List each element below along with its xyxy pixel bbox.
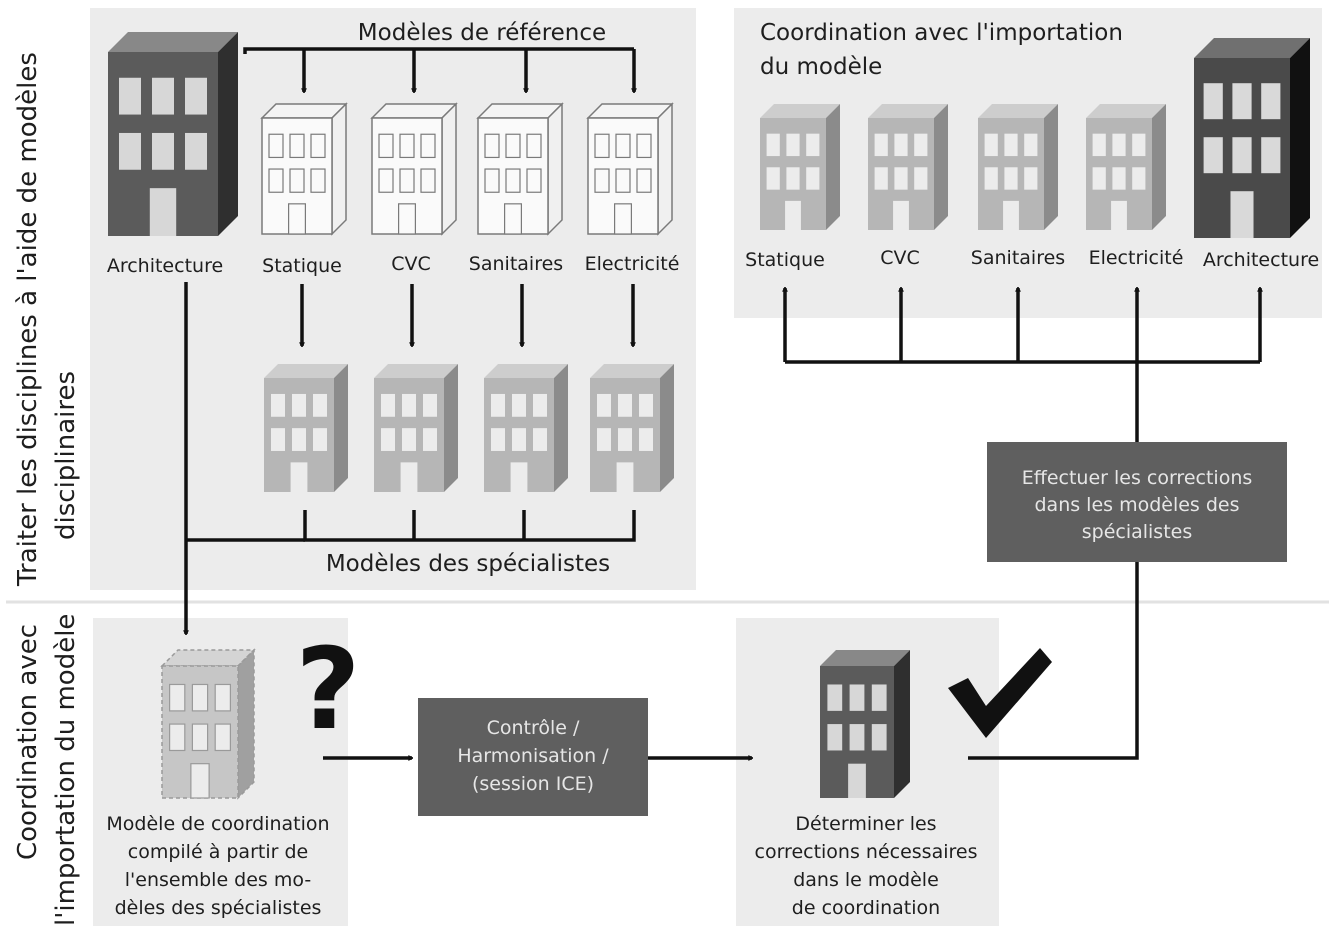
building-determine-corrections-icon xyxy=(820,650,910,798)
coordination-model-line2: compilé à partir de xyxy=(128,841,308,863)
determine-corrections-line3: dans le modèle xyxy=(793,869,939,891)
specialist-models-label: Modèles des spécialistes xyxy=(326,551,610,577)
building-spec-electricite-icon xyxy=(590,364,674,492)
label-import-sanitaires: Sanitaires xyxy=(971,247,1065,269)
building-import-sanitaires-icon xyxy=(978,104,1058,230)
building-import-electricite-icon xyxy=(1086,104,1166,230)
coordination-model-caption: Modèle de coordination compilé à partir … xyxy=(106,813,329,919)
building-icons xyxy=(108,32,1310,800)
determine-corrections-line1: Déterminer les xyxy=(795,813,936,835)
control-box xyxy=(418,698,648,816)
side-label-discipline-line1: Traiter les disciplines à l'aide de modè… xyxy=(13,52,43,587)
coordination-model-line3: l'ensemble des mo- xyxy=(125,869,311,891)
building-ref-sanitaires-icon xyxy=(476,102,564,236)
side-label-coordination-line1: Coordination avec xyxy=(13,624,43,860)
label-ref-statique: Statique xyxy=(262,255,342,277)
label-import-statique: Statique xyxy=(745,249,825,271)
corrections-box xyxy=(987,442,1287,562)
building-architecture-source-icon xyxy=(108,32,238,236)
label-import-electricite: Electricité xyxy=(1089,247,1184,269)
side-label-discipline: Traiter les disciplines à l'aide de modè… xyxy=(13,52,81,587)
check-mark-icon xyxy=(948,648,1052,738)
building-coordination-model-icon xyxy=(160,648,256,800)
reference-models-title: Modèles de référence xyxy=(358,20,606,46)
corrections-box-line3: spécialistes xyxy=(1082,521,1193,543)
question-mark-icon: ? xyxy=(296,625,361,755)
import-coordination-title-line2: du modèle xyxy=(760,54,882,80)
control-box-line1: Contrôle / xyxy=(487,717,580,739)
label-ref-cvc: CVC xyxy=(391,253,431,275)
building-spec-sanitaires-icon xyxy=(484,364,568,492)
building-import-architecture-icon xyxy=(1194,38,1310,238)
side-label-discipline-line2: disciplinaires xyxy=(51,371,81,540)
building-import-statique-icon xyxy=(760,104,840,230)
determine-corrections-line4: de coordination xyxy=(792,897,940,919)
connectors-import xyxy=(785,288,1260,760)
label-import-cvc: CVC xyxy=(880,247,920,269)
control-box-line3: (session ICE) xyxy=(472,773,594,795)
control-box-line2: Harmonisation / xyxy=(457,745,609,767)
wire-check-to-corrections xyxy=(968,562,1139,760)
side-label-coordination-line2: l'importation du modèle xyxy=(51,614,81,926)
building-ref-electricite-icon xyxy=(586,102,674,236)
bracket-specialists xyxy=(303,510,636,542)
determine-corrections-caption: Déterminer les corrections nécessaires d… xyxy=(755,813,978,919)
building-spec-statique-icon xyxy=(264,364,348,492)
building-ref-cvc-icon xyxy=(370,102,458,236)
determine-corrections-line2: corrections nécessaires xyxy=(755,841,978,863)
corrections-box-line1: Effectuer les corrections xyxy=(1022,467,1253,489)
building-ref-statique-icon xyxy=(260,102,348,236)
label-architecture-source: Architecture xyxy=(107,255,223,277)
coordination-model-line4: dèles des spécialistes xyxy=(115,897,322,919)
side-label-coordination: Coordination avec l'importation du modèl… xyxy=(13,614,81,926)
wire-reference-top xyxy=(243,47,634,54)
label-ref-sanitaires: Sanitaires xyxy=(469,253,563,275)
label-ref-electricite: Electricité xyxy=(585,253,680,275)
building-import-cvc-icon xyxy=(868,104,948,230)
import-coordination-title-line1: Coordination avec l'importation xyxy=(760,20,1123,46)
coordination-model-line1: Modèle de coordination xyxy=(106,813,329,835)
building-spec-cvc-icon xyxy=(374,364,458,492)
connectors-specialists xyxy=(186,282,636,634)
corrections-box-line2: dans les modèles des xyxy=(1034,494,1239,516)
label-import-architecture: Architecture xyxy=(1203,249,1319,271)
connectors-reference xyxy=(243,47,634,346)
